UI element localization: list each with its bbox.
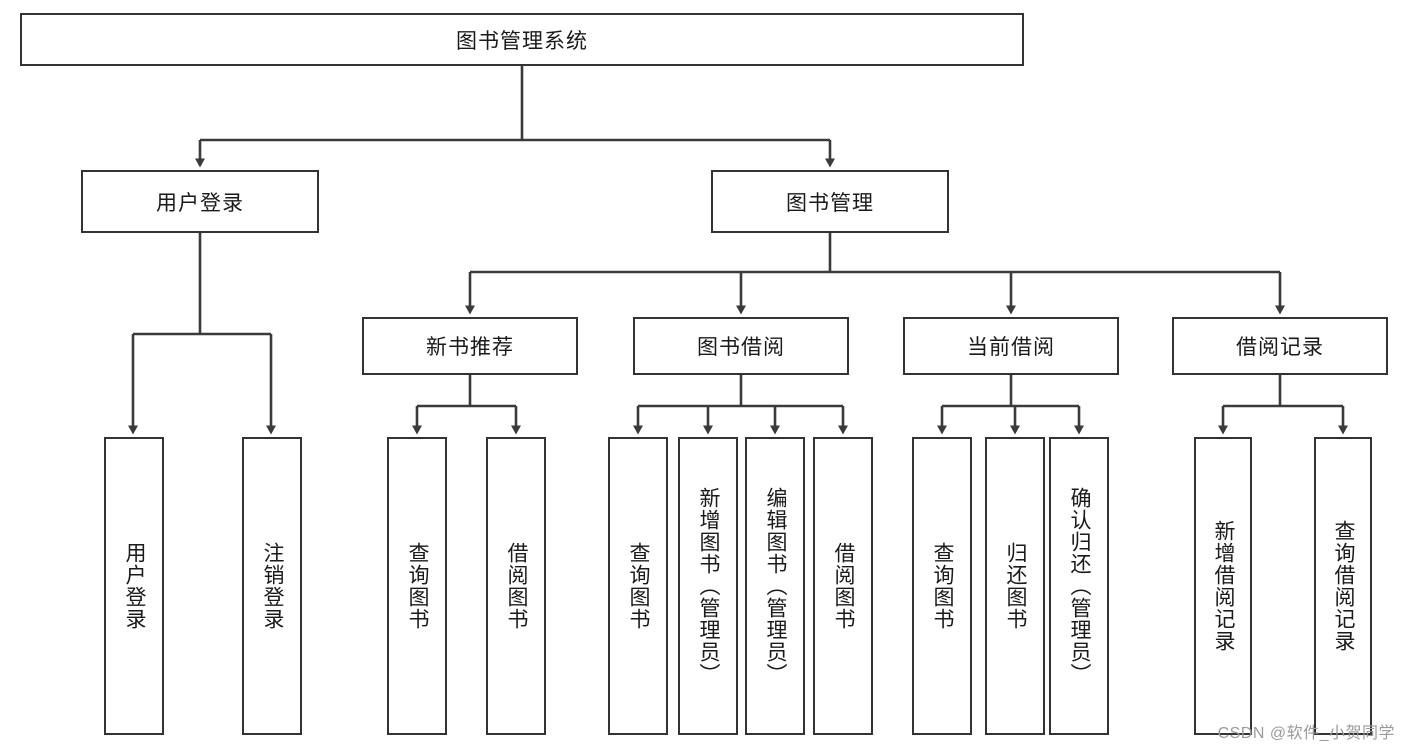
node-leaf-borrow-borrow-book-label: 借阅图书 (832, 542, 856, 630)
node-current-borrow-label: 当前借阅 (967, 336, 1055, 359)
node-leaf-record-query[interactable]: 查询借阅记录 (1314, 437, 1372, 735)
node-leaf-record-add-label: 新增借阅记录 (1212, 520, 1236, 652)
node-new-book-recommend-label: 新书推荐 (426, 336, 514, 359)
node-leaf-user-logout-label: 注销登录 (261, 542, 285, 630)
node-leaf-rec-query-book[interactable]: 查询图书 (387, 437, 447, 735)
node-leaf-borrow-add-book[interactable]: 新增图书（管理员） (678, 437, 738, 735)
node-leaf-borrow-borrow-book[interactable]: 借阅图书 (813, 437, 873, 735)
node-root-label: 图书管理系统 (456, 29, 588, 53)
node-leaf-borrow-edit-book[interactable]: 编辑图书（管理员） (745, 437, 805, 735)
node-book-borrow-label: 图书借阅 (697, 336, 785, 359)
node-leaf-record-query-label: 查询借阅记录 (1332, 520, 1356, 652)
node-leaf-rec-query-book-label: 查询图书 (406, 542, 430, 630)
node-leaf-current-confirm-return[interactable]: 确认归还（管理员） (1049, 437, 1109, 735)
node-leaf-user-logout[interactable]: 注销登录 (242, 437, 302, 735)
node-current-borrow[interactable]: 当前借阅 (903, 317, 1119, 375)
node-leaf-user-login-label: 用户登录 (123, 542, 147, 630)
node-leaf-user-login[interactable]: 用户登录 (104, 437, 164, 735)
node-book-borrow[interactable]: 图书借阅 (633, 317, 849, 375)
node-book-manage[interactable]: 图书管理 (711, 170, 949, 233)
node-leaf-borrow-add-book-label: 新增图书（管理员） (697, 487, 721, 685)
node-leaf-borrow-query-book[interactable]: 查询图书 (608, 437, 668, 735)
node-book-manage-label: 图书管理 (786, 191, 874, 215)
node-leaf-borrow-edit-book-label: 编辑图书（管理员） (764, 487, 788, 685)
node-leaf-rec-borrow-book[interactable]: 借阅图书 (486, 437, 546, 735)
node-borrow-record-label: 借阅记录 (1236, 336, 1324, 359)
node-leaf-current-query-book-label: 查询图书 (931, 542, 955, 630)
node-root[interactable]: 图书管理系统 (20, 13, 1024, 66)
node-new-book-recommend[interactable]: 新书推荐 (362, 317, 578, 375)
node-user-login[interactable]: 用户登录 (81, 170, 319, 233)
node-leaf-rec-borrow-book-label: 借阅图书 (505, 542, 529, 630)
node-borrow-record[interactable]: 借阅记录 (1172, 317, 1388, 375)
csdn-watermark: CSDN @软件_小贺同学 (1217, 725, 1395, 742)
node-leaf-borrow-query-book-label: 查询图书 (627, 542, 651, 630)
node-user-login-label: 用户登录 (156, 191, 244, 215)
node-leaf-current-return-book-label: 归还图书 (1004, 542, 1028, 630)
node-leaf-current-confirm-return-label: 确认归还（管理员） (1068, 487, 1092, 685)
node-leaf-current-return-book[interactable]: 归还图书 (985, 437, 1045, 735)
node-leaf-current-query-book[interactable]: 查询图书 (912, 437, 972, 735)
node-leaf-record-add[interactable]: 新增借阅记录 (1194, 437, 1252, 735)
